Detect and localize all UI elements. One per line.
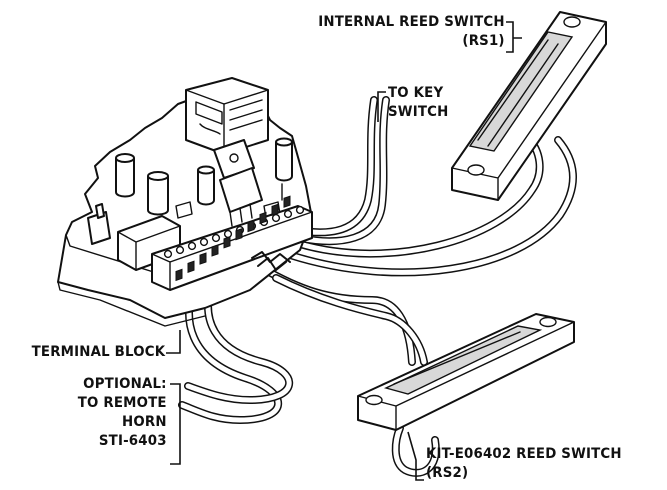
transformer xyxy=(185,77,269,155)
callout-lines xyxy=(166,21,522,481)
terminal-block-label: TERMINAL BLOCK xyxy=(31,343,165,362)
to-key-switch-label-line-2: SWITCH xyxy=(388,104,449,120)
to-key-switch-label-line-1: TO KEY xyxy=(388,85,444,101)
wire-to-key-switch xyxy=(292,96,390,246)
optional-horn-label-line-1: OPTIONAL: xyxy=(83,376,167,392)
terminal-slots xyxy=(175,195,291,282)
internal-reed-switch-label-line-2: (RS1) xyxy=(462,33,505,49)
optional-horn-label-line-3: HORN xyxy=(122,414,167,430)
kit-reed-switch-label: KIT-E06402 REED SWITCH (RS2) xyxy=(426,445,622,483)
to-key-switch-label: TO KEY SWITCH xyxy=(388,84,448,122)
internal-reed-switch-label: INTERNAL REED SWITCH (RS1) xyxy=(319,13,505,51)
kit-reed-switch xyxy=(357,313,575,431)
circuit-board xyxy=(57,77,313,327)
wire-to-rs1 xyxy=(286,134,577,277)
capacitors xyxy=(115,137,293,216)
internal-reed-switch xyxy=(451,11,607,201)
terminal-block xyxy=(151,195,313,291)
optional-horn-label-line-2: TO REMOTE xyxy=(78,395,167,411)
optional-horn-label: OPTIONAL: TO REMOTE HORN STI-6403 xyxy=(78,375,167,451)
board-switch xyxy=(87,203,111,245)
wire-to-rs2 xyxy=(258,264,440,477)
wires xyxy=(178,96,577,477)
kit-reed-switch-label-line-2: (RS2) xyxy=(426,465,469,481)
internal-reed-switch-label-line-1: INTERNAL REED SWITCH xyxy=(318,14,505,30)
optional-horn-label-line-4: STI-6403 xyxy=(99,433,167,449)
voltage-regulator xyxy=(213,139,263,227)
wire-to-horn xyxy=(178,276,294,424)
terminal-block-label-line-1: TERMINAL BLOCK xyxy=(31,344,165,360)
kit-reed-switch-label-line-1: KIT-E06402 REED SWITCH xyxy=(426,446,622,462)
